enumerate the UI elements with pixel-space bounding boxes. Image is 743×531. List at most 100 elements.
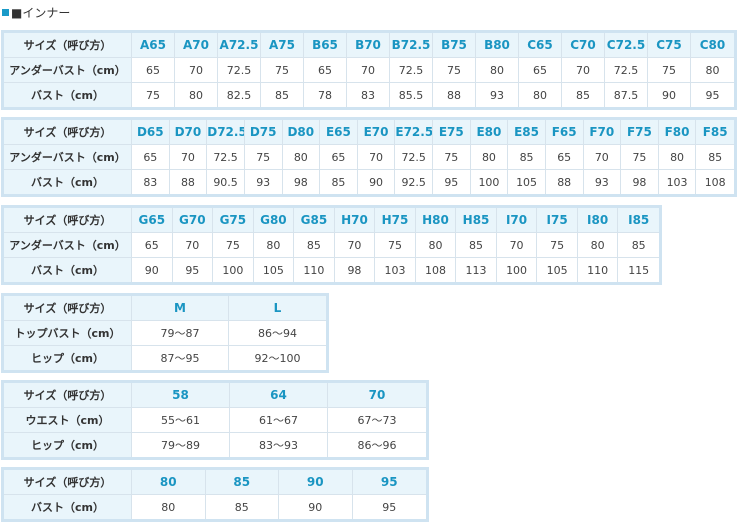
row-label: サイズ（呼び方） [4, 208, 133, 233]
measurement-cell: 85 [206, 495, 279, 519]
size-label-cell: E85 [508, 120, 546, 145]
measurement-cell: 95 [705, 88, 720, 102]
measurement-cell: 88 [170, 170, 208, 194]
size-label-cell: I85 [618, 208, 659, 233]
row-label: バスト（cm） [4, 83, 132, 107]
row-label: バスト（cm） [4, 258, 133, 282]
measurement-cell: 80 [175, 83, 218, 107]
measurement-cell: 82.5 [218, 83, 261, 107]
measurement-cell: 103 [659, 170, 697, 194]
row-label: サイズ（呼び方） [4, 470, 132, 495]
size-label-cell: D80 [282, 120, 321, 145]
measurement-cell: 83 [347, 83, 390, 107]
measurement-cell: 67～73 [328, 408, 426, 433]
measurement-cell: 87.5 [605, 83, 648, 107]
measurement-cell: 70 [172, 233, 214, 258]
measurement-cell: 75 [244, 145, 283, 170]
size-label-cell: F70 [583, 120, 622, 145]
row-label: ヒップ（cm） [4, 346, 132, 370]
size-label-cell: E70 [357, 120, 396, 145]
measurement-cell: 75 [537, 233, 578, 258]
measurement-cell: 65 [320, 145, 358, 170]
measurement-cell: 93 [476, 83, 519, 107]
page-title-text: ■インナー [11, 6, 71, 20]
measurement-cell: 95 [433, 170, 471, 194]
measurement-cell: 70 [175, 58, 218, 83]
size-label-cell: A72.5 [218, 33, 261, 58]
size-label-cell: L [229, 296, 326, 321]
measurement-cell: 105 [537, 258, 578, 282]
size-label-cell: G85 [294, 208, 335, 233]
measurement-cell: 90 [358, 170, 396, 194]
measurement-cell: 80 [470, 145, 509, 170]
measurement-cell: 72.5 [207, 145, 245, 170]
measurement-cell: 113 [456, 258, 497, 282]
size-label-cell: B70 [347, 33, 390, 58]
size-label-cell: A75 [261, 33, 304, 58]
measurement-cell: 65 [132, 145, 170, 170]
measurement-cell: 85 [320, 170, 358, 194]
measurement-cell: 93 [584, 170, 622, 194]
measurement-cell: 85 [696, 145, 734, 170]
measurement-cell: 95 [382, 500, 397, 514]
size-label-cell: C80 [691, 33, 734, 58]
size-label-cell: B65 [304, 33, 347, 58]
measurement-cell: 75 [433, 145, 471, 170]
row-label: サイズ（呼び方） [4, 33, 132, 58]
size-label-cell: C70 [562, 33, 605, 58]
measurement-cell: 80 [519, 83, 562, 107]
size-label-cell: D65 [132, 120, 170, 145]
measurement-cell: 85 [294, 233, 335, 258]
measurement-cell: 65 [304, 58, 347, 83]
measurement-cell: 61～67 [230, 408, 328, 433]
measurement-cell: 83 [132, 170, 170, 194]
size-label-cell: I75 [537, 208, 578, 233]
size-label-cell: G70 [172, 208, 214, 233]
size-label-cell: D75 [244, 120, 283, 145]
measurement-cell: 108 [416, 258, 457, 282]
row-label: サイズ（呼び方） [4, 383, 132, 408]
measurement-cell: 75 [648, 58, 691, 83]
measurement-cell: 75 [213, 233, 254, 258]
size-label-cell: G75 [213, 208, 254, 233]
measurement-cell: 70 [169, 145, 208, 170]
measurement-cell: 72.5 [395, 145, 433, 170]
size-label-cell: A65 [132, 33, 175, 58]
measurement-cell: 78 [304, 83, 347, 107]
size-label-cell: C75 [648, 33, 691, 58]
measurement-cell: 85 [562, 83, 605, 107]
measurement-cell: 80 [132, 495, 206, 519]
row-label: サイズ（呼び方） [4, 296, 132, 321]
size-label-cell: C65 [519, 33, 562, 58]
measurement-cell: 80 [691, 58, 734, 83]
measurement-cell: 95 [173, 258, 214, 282]
row-label: バスト（cm） [4, 170, 132, 194]
measurement-cell: 65 [545, 145, 584, 170]
size-label-cell: 64 [230, 383, 328, 408]
size-label-cell: 95 [352, 470, 426, 495]
measurement-cell: 92～100 [254, 352, 301, 365]
measurement-cell: 70 [334, 233, 376, 258]
measurement-cell: 75 [621, 145, 659, 170]
row-label: ヒップ（cm） [4, 433, 132, 457]
size-label-cell: 58 [132, 383, 230, 408]
measurement-cell: 93 [245, 170, 283, 194]
row-label: サイズ（呼び方） [4, 120, 132, 145]
measurement-cell: 80 [282, 145, 321, 170]
measurement-cell: 105 [254, 258, 295, 282]
size-label-cell: F85 [696, 120, 734, 145]
measurement-cell: 88 [546, 170, 584, 194]
measurement-cell: 85.5 [390, 83, 433, 107]
measurement-cell: 80 [658, 145, 697, 170]
row-label: アンダーバスト（cm） [4, 233, 133, 258]
